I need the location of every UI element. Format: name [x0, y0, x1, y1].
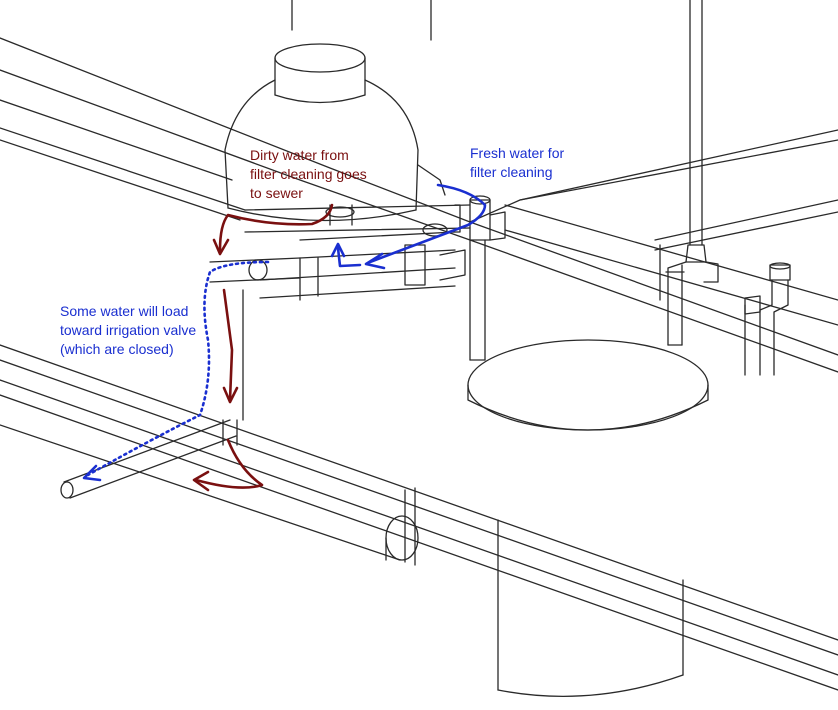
irrigation-label-line-2: toward irrigation valve: [60, 322, 197, 338]
dirty-water-label-line-2: filter cleaning goes: [250, 166, 367, 182]
foreground-beam: [0, 344, 838, 698]
filter-tank: [224, 43, 446, 222]
back-wall-lines: [0, 0, 838, 373]
dirty-flow-sewer: [194, 438, 264, 489]
dirty-flow-upper: [218, 203, 334, 252]
fresh-flow-inlet: [368, 183, 487, 264]
dirty-flow-arrowhead-sewer: [192, 470, 210, 492]
fresh-flow-branch: [336, 246, 362, 268]
dirty-flow-arrowhead-mid: [222, 386, 239, 404]
dirty-water-label: Dirty water from filter cleaning goes to…: [250, 146, 367, 203]
dirty-water-label-line-1: Dirty water from: [250, 147, 349, 163]
fresh-flow-arrowhead: [364, 252, 386, 270]
fresh-water-label-line-2: filter cleaning: [470, 164, 553, 180]
fresh-water-flow: [330, 183, 487, 270]
irrigation-label-line-1: Some water will load: [60, 303, 189, 319]
irrigation-leak-flow: [86, 260, 270, 477]
dirty-flow-arrowhead-top: [212, 238, 230, 256]
right-riser-pipes: [665, 0, 791, 376]
fresh-water-label: Fresh water for filter cleaning: [470, 144, 564, 182]
fresh-flow-branch-head: [330, 242, 346, 258]
fresh-water-label-line-1: Fresh water for: [470, 145, 565, 161]
irrigation-pipe: [60, 419, 238, 499]
dirty-water-label-line-3: to sewer: [250, 185, 303, 201]
leak-flow-path: [86, 260, 270, 477]
irrigation-label: Some water will load toward irrigation v…: [60, 302, 204, 359]
valve-manifold: [209, 195, 506, 421]
irrigation-label-line-3: (which are closed): [60, 341, 174, 357]
dirty-water-flow: [192, 203, 334, 492]
irrigation-leak-arrowhead: [82, 464, 102, 482]
round-pad: [467, 339, 709, 431]
dirty-flow-descent: [222, 288, 234, 402]
